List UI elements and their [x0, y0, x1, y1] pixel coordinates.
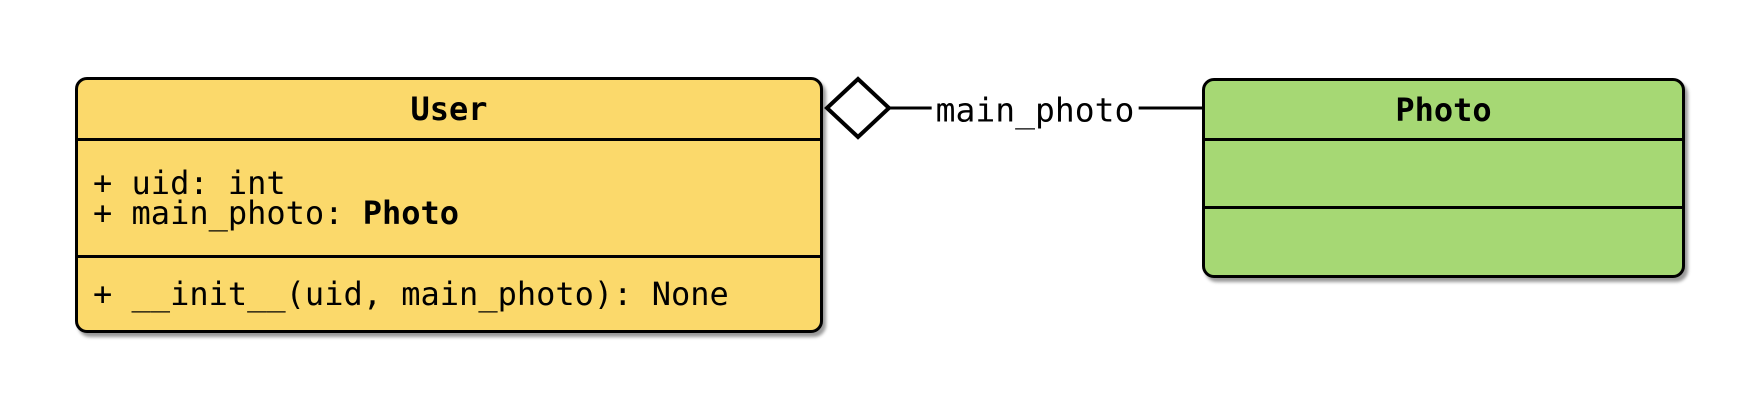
user-class-name: User — [410, 90, 488, 128]
user-attribute-main-photo-text: + main_photo: — [93, 194, 363, 232]
user-class-methods-compartment: + __init__(uid, main_photo): None — [78, 255, 820, 330]
photo-class-attributes-compartment — [1205, 138, 1682, 206]
photo-class-methods-compartment — [1205, 206, 1682, 275]
user-method-init-text: + __init__(uid, main_photo): None — [93, 275, 729, 313]
user-method-init: + __init__(uid, main_photo): None — [93, 278, 820, 310]
photo-class-name: Photo — [1395, 90, 1492, 129]
open-diamond-icon — [824, 76, 892, 140]
user-attribute-main-photo-type: Photo — [362, 194, 460, 232]
user-class-title-compartment: User — [78, 80, 820, 138]
user-attribute-uid: + uid: int — [93, 167, 820, 199]
user-attribute-main-photo: + main_photo: Photo — [93, 197, 820, 229]
user-class-attributes-compartment: + uid: int + main_photo: Photo — [78, 138, 820, 255]
user-attribute-uid-text: + uid: int — [93, 164, 286, 202]
photo-class-box: Photo — [1202, 78, 1685, 278]
photo-class-title-compartment: Photo — [1205, 81, 1682, 138]
connector-label: main_photo — [931, 89, 1139, 131]
user-class-box: User + uid: int + main_photo: Photo + __… — [75, 77, 823, 333]
